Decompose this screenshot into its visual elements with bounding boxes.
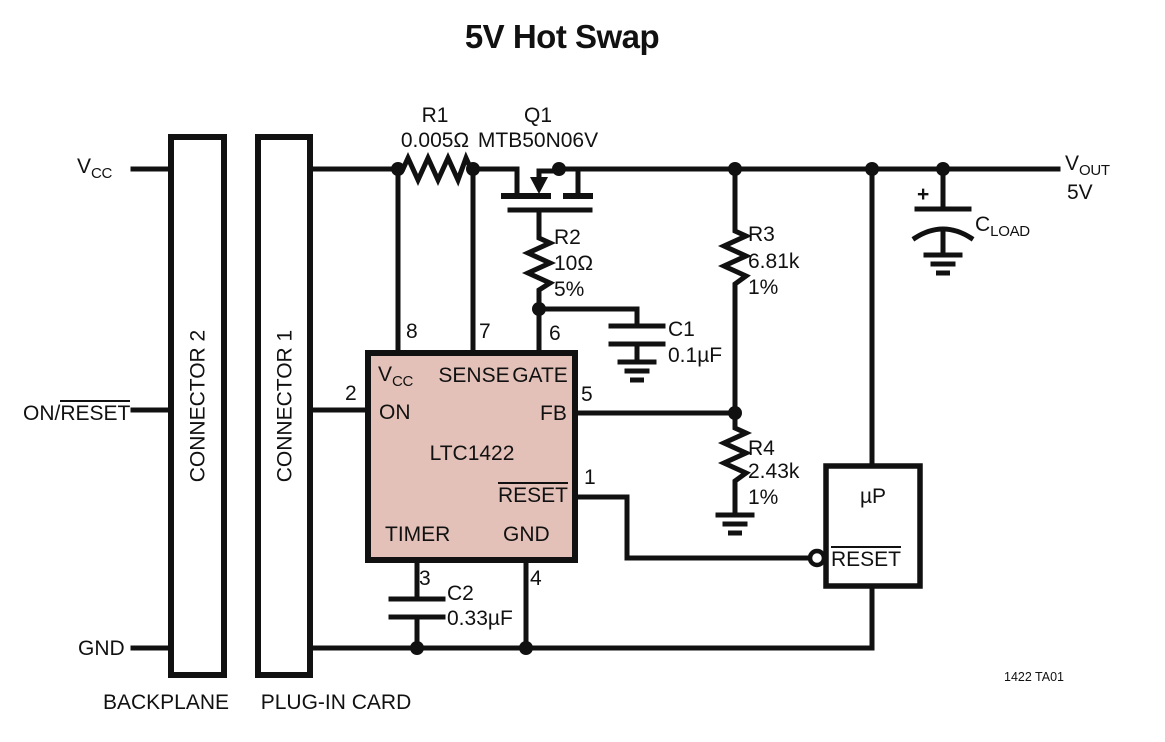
resistor-r3-symbol bbox=[717, 225, 753, 293]
ground-cload bbox=[923, 252, 963, 276]
figure-code: 1422 TA01 bbox=[1004, 670, 1065, 684]
reset-inverter-bubble bbox=[807, 548, 827, 568]
ic-pin-vcc-label: VCC bbox=[378, 363, 413, 391]
cload-sub: LOAD bbox=[990, 223, 1030, 240]
pin-number-3: 3 bbox=[419, 567, 431, 590]
net-gnd-label: GND bbox=[78, 637, 125, 660]
q1-ref: Q1 bbox=[523, 104, 553, 127]
page-title: 5V Hot Swap bbox=[464, 18, 660, 55]
pin-number-5: 5 bbox=[581, 383, 593, 406]
net-on-reset-label: ON/RESET bbox=[23, 400, 131, 425]
connector2-label: CONNECTOR 2 bbox=[186, 329, 210, 483]
ic-vcc-base: V bbox=[378, 363, 393, 386]
vcc-sub: CC bbox=[91, 165, 113, 182]
ic-pin-fb-label: FB bbox=[540, 402, 567, 425]
ground-r4 bbox=[715, 512, 755, 536]
pin-number-2: 2 bbox=[345, 382, 357, 405]
pin-number-1: 1 bbox=[584, 466, 596, 489]
net-vcc-label: VCC bbox=[77, 155, 112, 183]
r2-value: 10Ω bbox=[554, 252, 594, 275]
vout-voltage: 5V bbox=[1067, 181, 1093, 204]
on-reset-prefix: ON/ bbox=[23, 402, 61, 425]
backplane-caption: BACKPLANE bbox=[102, 691, 230, 714]
ic-pin-sense-label: SENSE bbox=[438, 364, 510, 387]
r3-ref: R3 bbox=[748, 223, 775, 246]
ic-pin-on-label: ON bbox=[379, 401, 411, 424]
r1-ref: R1 bbox=[421, 104, 449, 127]
on-reset-overline: RESET bbox=[60, 400, 131, 425]
r2-tolerance: 5% bbox=[554, 278, 585, 301]
ic-name: LTC1422 bbox=[429, 442, 515, 465]
pin-number-6: 6 bbox=[549, 322, 561, 345]
cload-base: C bbox=[975, 213, 991, 236]
capacitor-c1-symbol bbox=[536, 306, 666, 365]
cload-plus-sign: + bbox=[917, 183, 930, 206]
c1-value: 0.1µF bbox=[668, 344, 723, 367]
connector1-label: CONNECTOR 1 bbox=[273, 329, 297, 483]
q1-value: MTB50N06V bbox=[477, 129, 599, 152]
net-vout-label: VOUT bbox=[1065, 152, 1110, 180]
microprocessor-reset-label: RESET bbox=[830, 546, 902, 571]
r4-tolerance: 1% bbox=[748, 486, 779, 509]
connector2-box bbox=[168, 134, 227, 678]
pin-number-4: 4 bbox=[530, 567, 542, 590]
r4-ref: R4 bbox=[748, 437, 775, 460]
ic-pin-gnd-label: GND bbox=[503, 523, 550, 546]
connector1-box bbox=[255, 134, 313, 678]
r3-value: 6.81k bbox=[748, 250, 800, 273]
microprocessor-name: µP bbox=[859, 485, 887, 508]
mosfet-q1-symbol bbox=[501, 166, 593, 238]
cload-ref: CLOAD bbox=[975, 213, 1030, 241]
r1-value: 0.005Ω bbox=[400, 129, 470, 152]
reset-wire bbox=[572, 494, 813, 561]
junction-dots bbox=[391, 162, 950, 655]
pin-number-8: 8 bbox=[406, 320, 418, 343]
ic-pin-timer-label: TIMER bbox=[385, 523, 451, 546]
ic-reset-overline: RESET bbox=[497, 482, 569, 507]
r4-value: 2.43k bbox=[748, 460, 800, 483]
ic-body bbox=[365, 350, 578, 563]
r3-tolerance: 1% bbox=[748, 276, 779, 299]
ic-pin-gate-label: GATE bbox=[512, 364, 568, 387]
vout-base: V bbox=[1065, 152, 1080, 175]
pin-number-7: 7 bbox=[479, 320, 491, 343]
capacitor-cload-symbol bbox=[911, 166, 975, 258]
ic-pin-reset-label: RESET bbox=[497, 482, 569, 507]
resistor-r2-symbol bbox=[521, 232, 557, 300]
resistor-r4-symbol bbox=[717, 422, 753, 490]
microprocessor-box bbox=[823, 463, 923, 589]
ic-vcc-sub: CC bbox=[392, 373, 414, 390]
resistor-r1-symbol bbox=[395, 151, 476, 187]
vout-sub: OUT bbox=[1079, 162, 1110, 179]
c2-value: 0.33µF bbox=[447, 607, 513, 630]
up-reset-overline: RESET bbox=[830, 546, 902, 571]
capacitor-c2-symbol bbox=[388, 557, 446, 651]
r2-ref: R2 bbox=[554, 226, 581, 249]
vcc-base: V bbox=[77, 155, 92, 178]
c1-ref: C1 bbox=[668, 318, 695, 341]
plug-in-card-caption: PLUG-IN CARD bbox=[260, 691, 412, 714]
c2-ref: C2 bbox=[447, 582, 474, 605]
ground-c1 bbox=[617, 359, 657, 383]
